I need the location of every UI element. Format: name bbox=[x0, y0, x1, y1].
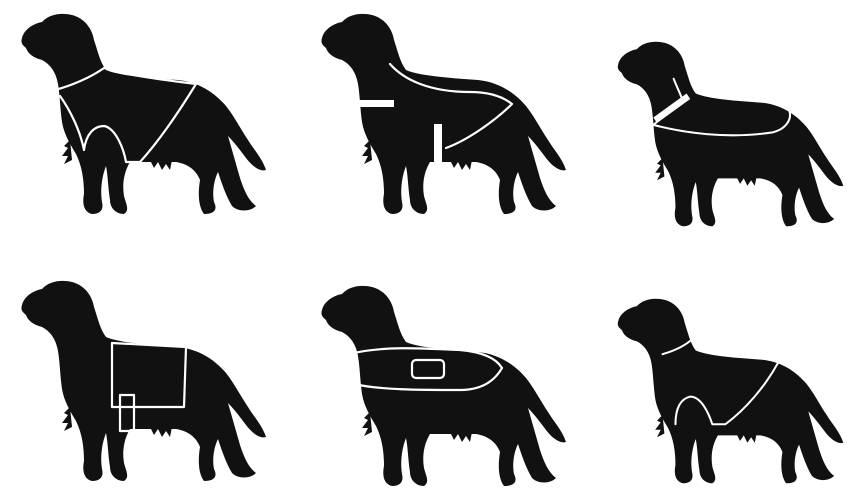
dog-coat-panel-3 bbox=[598, 20, 847, 250]
dog-silhouette-saddle-blanket-icon bbox=[0, 262, 270, 502]
dog-coat-panel-5 bbox=[300, 272, 570, 502]
dog-silhouette-cape-icon bbox=[598, 20, 847, 250]
dog-coat-panel-1 bbox=[0, 0, 270, 230]
dog-silhouette-vest-icon bbox=[300, 272, 570, 502]
chest-strap bbox=[344, 100, 394, 107]
dog-coat-panel-6 bbox=[598, 282, 847, 502]
dog-coat-panel-2 bbox=[300, 0, 570, 230]
dog-silhouette-full-coat-icon bbox=[598, 282, 847, 502]
dog-silhouette-full-coat-icon bbox=[0, 0, 270, 230]
dog-silhouette-harness-coat-icon bbox=[300, 0, 570, 230]
belly-strap bbox=[434, 124, 442, 164]
dog-coat-panel-4 bbox=[0, 262, 270, 502]
